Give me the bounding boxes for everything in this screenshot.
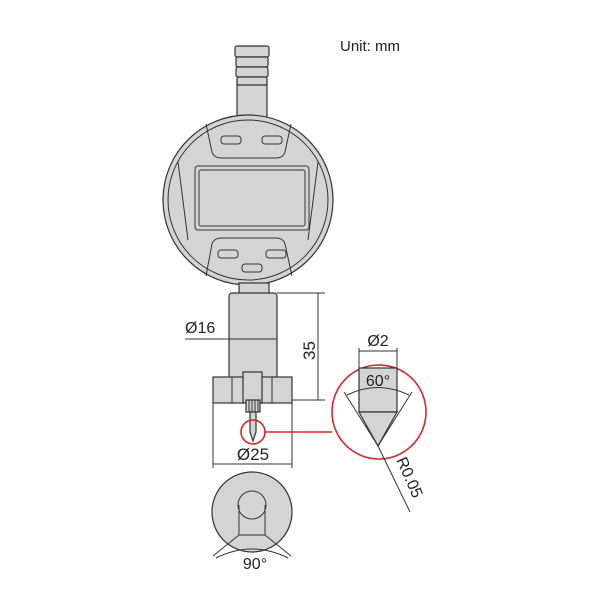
bottom-view: 90° — [211, 471, 293, 573]
tip-angle-label: 60° — [366, 373, 390, 390]
dial-body — [162, 114, 334, 286]
stem-length-label: 35 — [300, 341, 319, 360]
unit-label: Unit: mm — [340, 38, 400, 55]
tip-diameter-label: Ø2 — [367, 333, 388, 350]
stem-top — [234, 45, 270, 121]
tip-radius-label: R0.05 — [392, 455, 425, 501]
detail-circle — [331, 364, 427, 460]
stem-diameter-label: Ø16 — [185, 320, 215, 337]
button — [265, 249, 287, 259]
notch-angle-label: 90° — [243, 556, 267, 573]
display-screen — [194, 165, 310, 231]
dimensions: Ø16 35 Ø25 — [185, 292, 325, 468]
button — [217, 249, 239, 259]
spindle — [212, 282, 293, 443]
button — [261, 135, 283, 145]
base-diameter-label: Ø25 — [237, 445, 269, 464]
button — [220, 135, 242, 145]
button — [241, 263, 263, 273]
